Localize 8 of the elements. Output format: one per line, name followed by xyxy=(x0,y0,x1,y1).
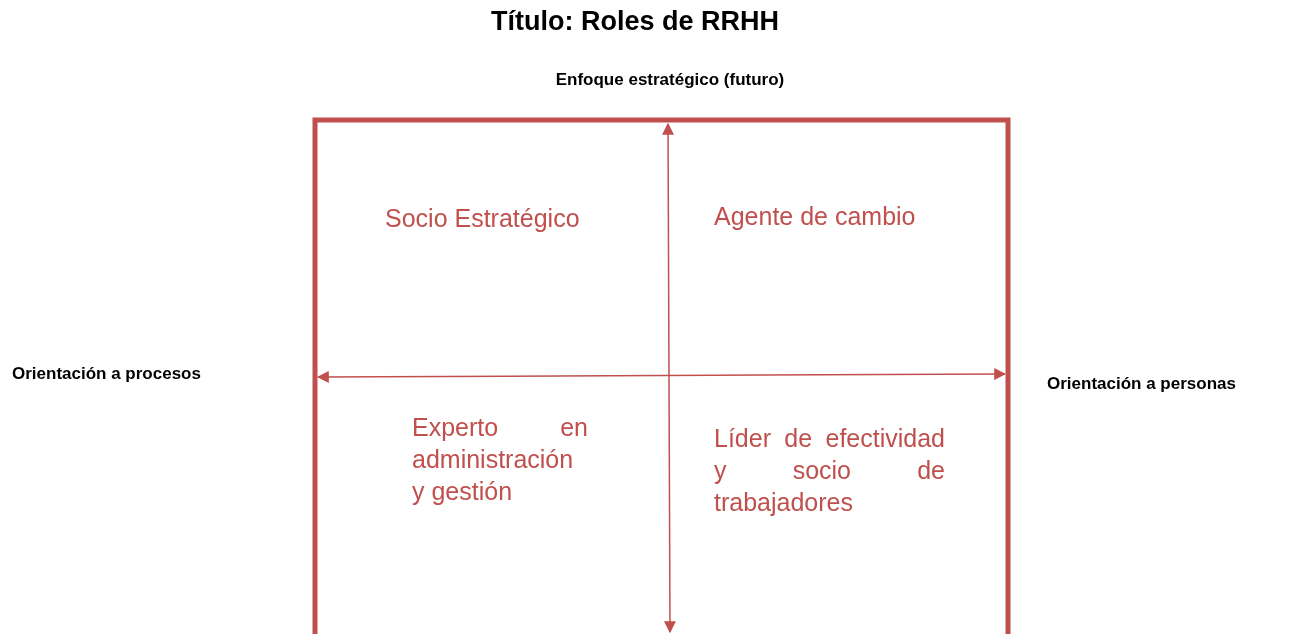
quadrant-label: Experto en administración y gestión xyxy=(412,412,588,507)
axis-label: Orientación a procesos xyxy=(12,364,201,384)
quadrant-label: Líder de efectividad y socio de trabajadores xyxy=(714,423,945,518)
title: Título: Roles de RRHH xyxy=(490,6,780,37)
axis-label: Orientación a personas xyxy=(1047,374,1236,394)
quadrant-label: Agente de cambio xyxy=(714,201,916,232)
quadrant-label: Socio Estratégico xyxy=(385,203,580,234)
axis-label: Enfoque estratégico (futuro) xyxy=(554,70,786,90)
